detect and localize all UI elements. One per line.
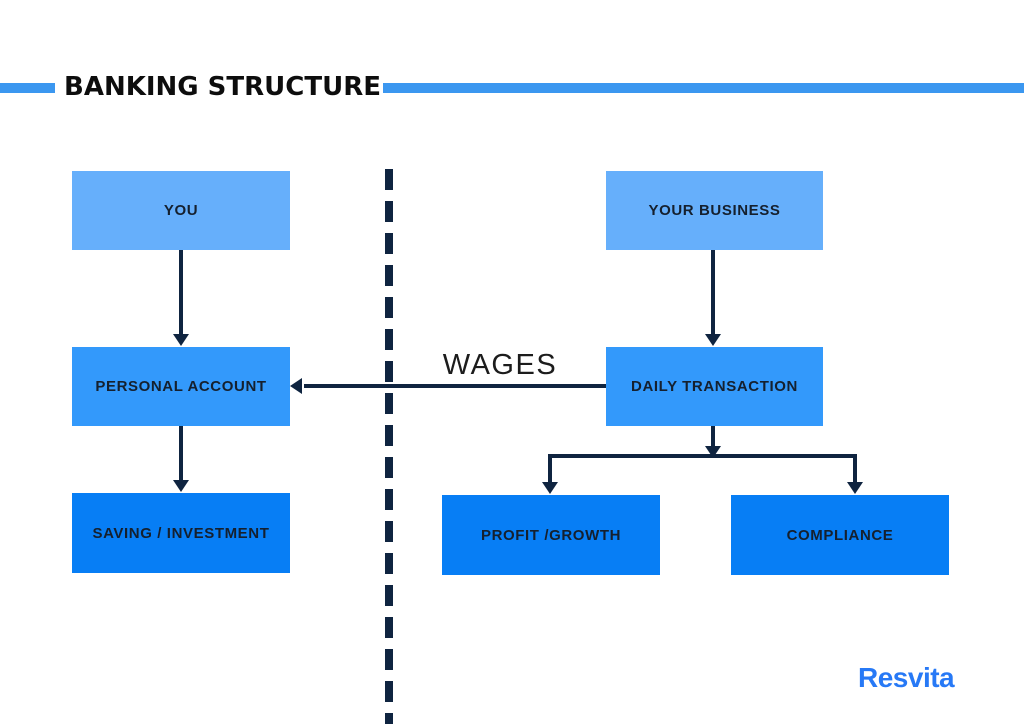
node-your-business: YOUR BUSINESS	[606, 171, 823, 250]
node-you: YOU	[72, 171, 290, 250]
node-profit-growth: PROFIT /GROWTH	[442, 495, 660, 575]
node-compliance: COMPLIANCE	[731, 495, 949, 575]
arrowhead-daily-transaction-to-branch	[705, 446, 721, 458]
node-daily-transaction-label: DAILY TRANSACTION	[631, 378, 798, 395]
node-you-label: YOU	[163, 202, 199, 219]
node-your-business-label: YOUR BUSINESS	[648, 202, 781, 219]
arrowhead-you-to-personal-account	[173, 334, 189, 346]
node-daily-transaction: DAILY TRANSACTION	[606, 347, 823, 426]
node-saving-investment-label: SAVING / INVESTMENT	[92, 524, 270, 542]
node-profit-growth-label: PROFIT /GROWTH	[480, 526, 622, 544]
branch-rail-daily-transaction	[548, 454, 857, 484]
arrowhead-branch-to-compliance	[847, 482, 863, 494]
arrowhead-your-business-to-daily-transaction	[705, 334, 721, 346]
arrowhead-wages-to-personal-account	[290, 378, 302, 394]
arrowhead-personal-account-to-saving-investment	[173, 480, 189, 492]
node-personal-account-label: PERSONAL ACCOUNT	[95, 378, 267, 395]
resvita-logo: Resvita	[858, 662, 955, 693]
title-accent-bar-left	[0, 83, 55, 93]
title-accent-bar-right	[383, 83, 1024, 93]
page-title: BANKING STRUCTURE	[64, 72, 381, 102]
personal-business-divider-line	[385, 169, 393, 724]
node-compliance-label: COMPLIANCE	[786, 526, 894, 544]
wages-flow-label: WAGES	[442, 349, 558, 381]
arrowhead-branch-to-profit-growth	[542, 482, 558, 494]
node-saving-investment: SAVING / INVESTMENT	[72, 493, 290, 573]
node-personal-account: PERSONAL ACCOUNT	[72, 347, 290, 426]
